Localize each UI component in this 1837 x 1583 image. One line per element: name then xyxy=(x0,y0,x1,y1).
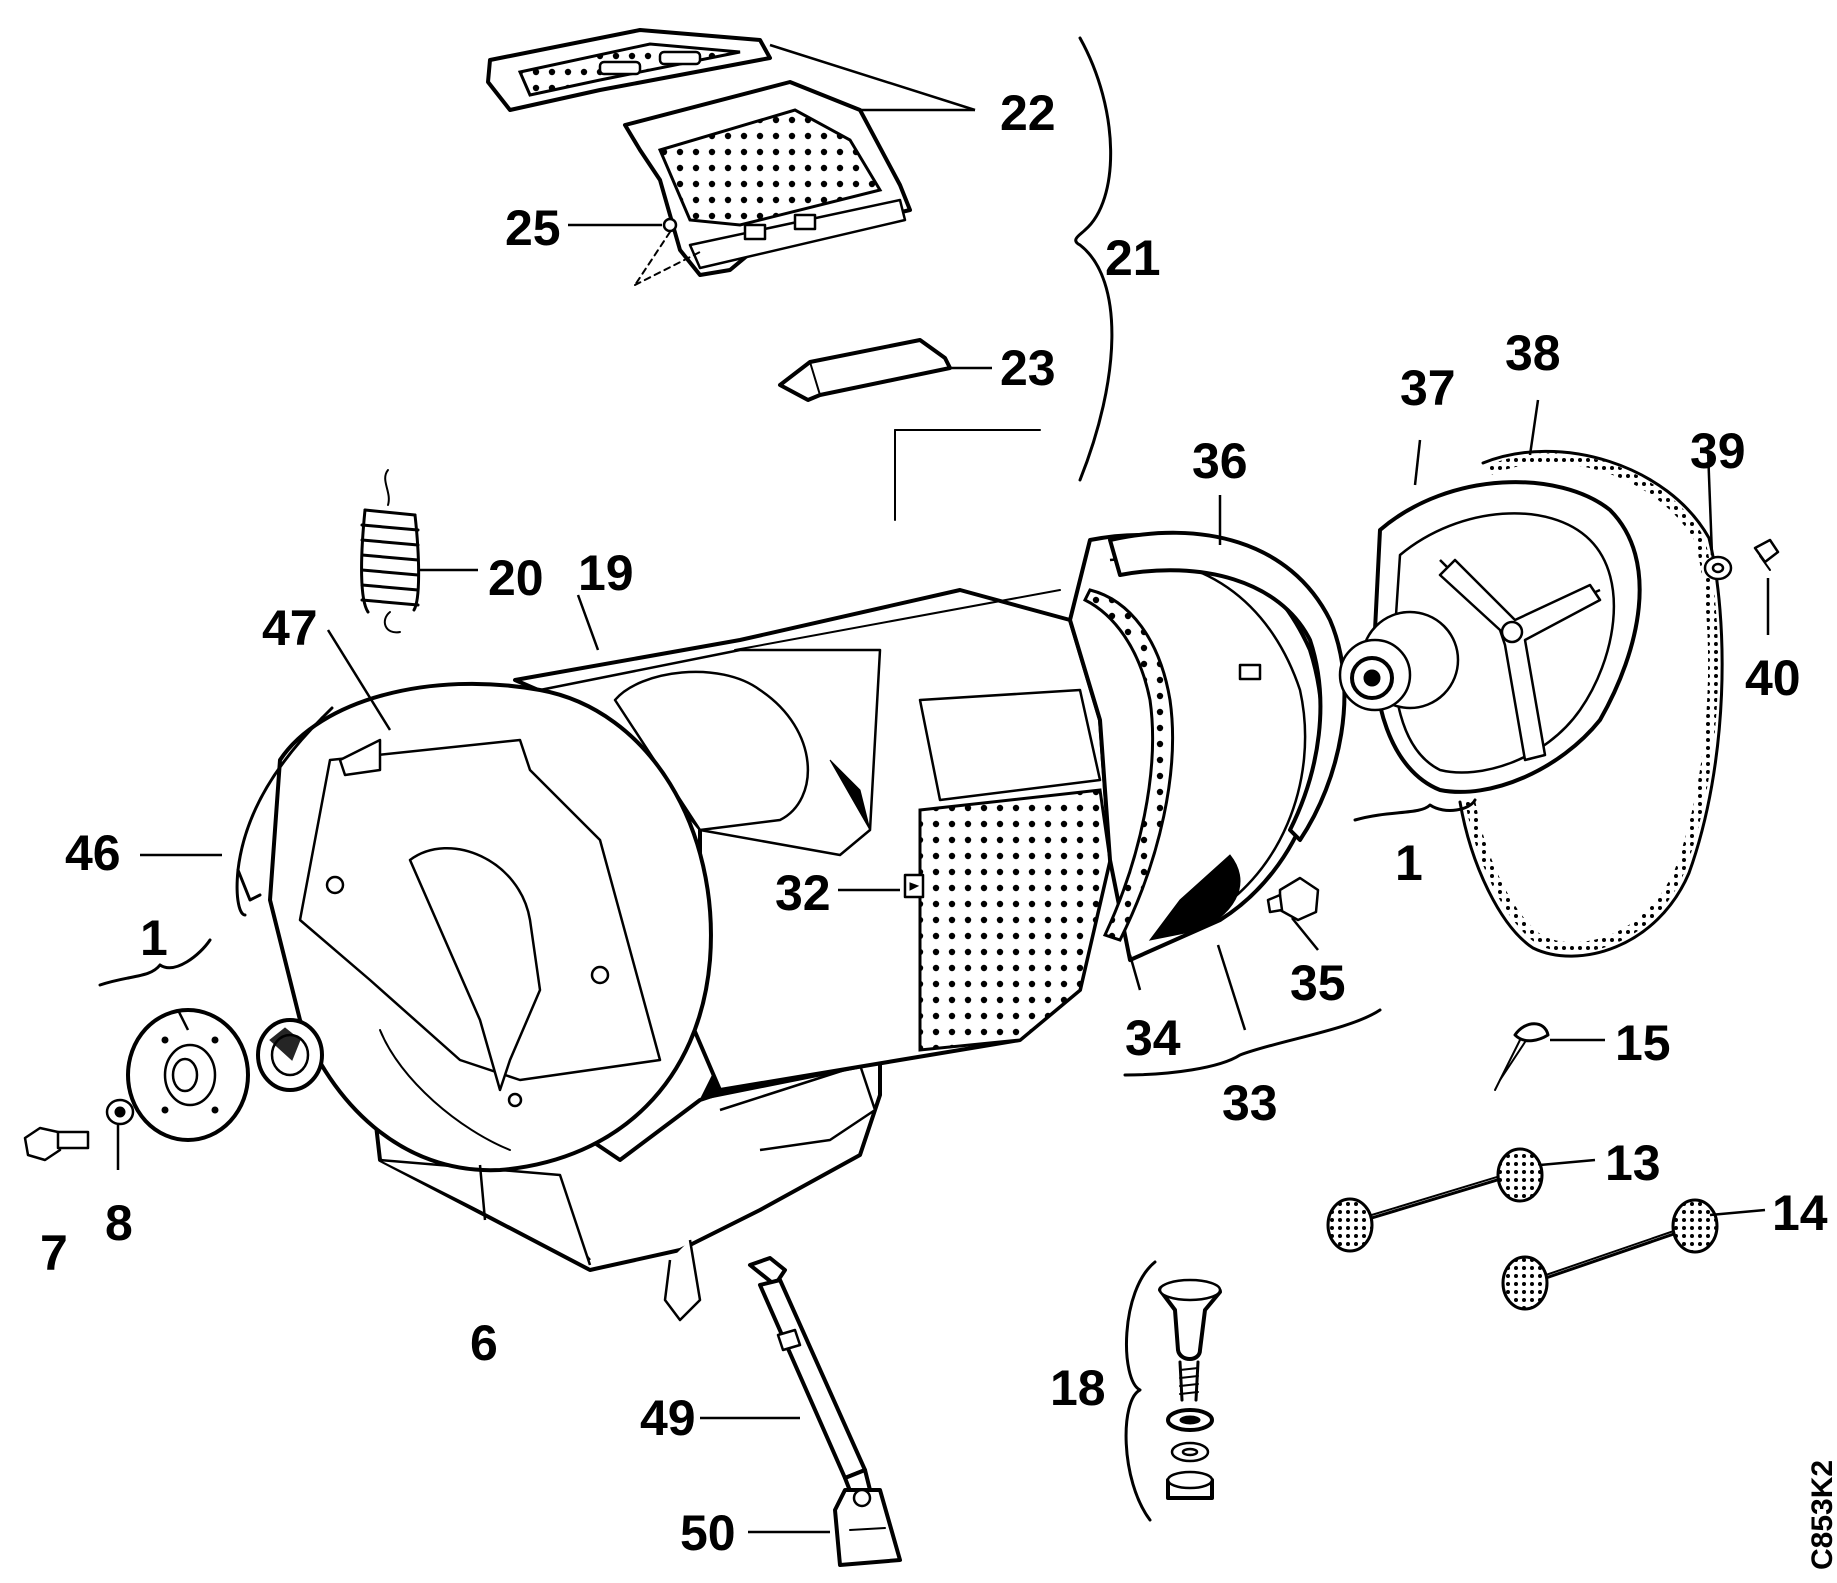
nut-35 xyxy=(1266,876,1320,922)
label-50: 50 xyxy=(680,1505,736,1561)
label-36: 36 xyxy=(1192,433,1248,489)
bearing-ring-left xyxy=(256,1018,324,1092)
cotter-pin-15 xyxy=(1494,1022,1550,1091)
top-cover-plate-lower xyxy=(623,80,912,277)
mount-bracket-50 xyxy=(833,1488,902,1567)
leader-lines xyxy=(116,43,1770,1534)
screw-40 xyxy=(1753,538,1780,571)
drawing-code: C853K2 xyxy=(1806,1460,1837,1570)
label-38: 38 xyxy=(1505,325,1561,381)
adjustable-foot-18 xyxy=(1158,1278,1222,1500)
label-1-left: 1 xyxy=(140,910,168,966)
label-47: 47 xyxy=(262,600,318,656)
rear-tub-cover-36 xyxy=(1108,530,1347,842)
label-49: 49 xyxy=(640,1390,696,1446)
shock-absorber-49 xyxy=(748,1256,872,1498)
top-cover-plate-upper xyxy=(486,28,772,112)
screw-25 xyxy=(634,217,701,286)
label-20: 20 xyxy=(488,550,544,606)
label-8: 8 xyxy=(105,1195,133,1251)
drive-belt-38-edge xyxy=(1458,449,1724,958)
clamp-band-46 xyxy=(235,706,334,917)
bearing-housing-left-1 xyxy=(126,1008,250,1142)
label-7: 7 xyxy=(40,1225,68,1281)
label-22: 22 xyxy=(1000,85,1056,141)
clip-32 xyxy=(903,873,925,899)
shaft-14 xyxy=(1501,1198,1719,1311)
nut-39 xyxy=(1703,555,1733,581)
label-33: 33 xyxy=(1222,1075,1278,1131)
washer-8 xyxy=(105,1098,135,1126)
label-14: 14 xyxy=(1772,1185,1828,1241)
bracket-18 xyxy=(1124,1260,1157,1522)
bracket-1-left xyxy=(98,938,212,987)
label-6: 6 xyxy=(470,1315,498,1371)
label-15: 15 xyxy=(1615,1015,1671,1071)
part-labels: 22 25 21 23 36 37 38 39 40 20 19 47 46 1… xyxy=(40,85,1828,1561)
label-40: 40 xyxy=(1745,650,1801,706)
label-21: 21 xyxy=(1105,230,1161,286)
tub-front-half xyxy=(268,681,713,1173)
bolt-7 xyxy=(23,1126,90,1162)
label-25: 25 xyxy=(505,200,561,256)
tub-gasket-ring xyxy=(1082,588,1175,942)
label-34: 34 xyxy=(1125,1010,1181,1066)
label-32: 32 xyxy=(775,865,831,921)
label-35: 35 xyxy=(1290,955,1346,1011)
suspension-spring-20 xyxy=(360,469,421,634)
label-23: 23 xyxy=(1000,340,1056,396)
drum-perforated-section xyxy=(918,788,1112,1052)
label-39: 39 xyxy=(1690,423,1746,479)
shaft-13 xyxy=(1326,1147,1544,1253)
brace-21 xyxy=(1074,36,1114,482)
label-46: 46 xyxy=(65,825,121,881)
label-1-right: 1 xyxy=(1395,835,1423,891)
bracket-1-right xyxy=(1353,798,1477,822)
label-19: 19 xyxy=(578,545,634,601)
drum-pulley-37 xyxy=(1338,480,1642,794)
label-37: 37 xyxy=(1400,360,1456,416)
drum-paddle-23 xyxy=(778,338,952,402)
bracket-33 xyxy=(1123,1008,1382,1077)
drive-belt-38 xyxy=(1465,453,1719,953)
label-13: 13 xyxy=(1605,1135,1661,1191)
label-18: 18 xyxy=(1050,1360,1106,1416)
